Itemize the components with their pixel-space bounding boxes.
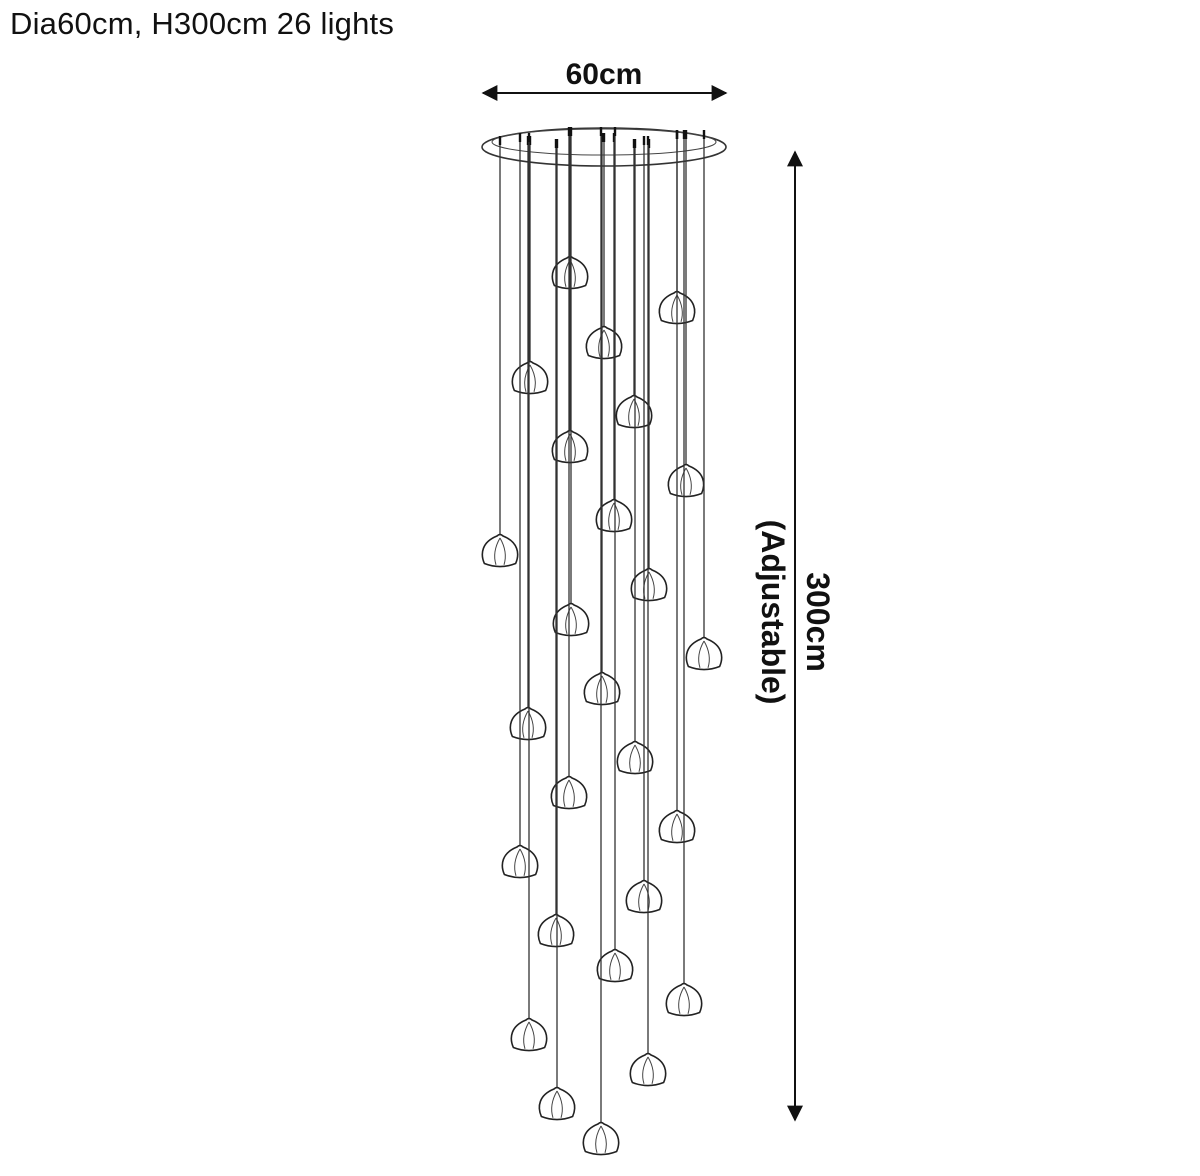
glass-shade <box>667 463 705 498</box>
shade-facet <box>556 1090 563 1118</box>
glass-shade <box>585 325 623 360</box>
shade-facet <box>570 606 577 634</box>
shade-facet <box>614 952 621 980</box>
shade-facet <box>568 779 575 807</box>
shade-facet <box>703 640 710 668</box>
pendant-light <box>658 130 696 844</box>
pendant-light <box>511 136 549 395</box>
shade-facet <box>595 1125 602 1153</box>
shade-facet <box>680 467 687 495</box>
pendant-light <box>552 127 590 637</box>
pendant-light <box>501 133 539 879</box>
pendant-light <box>585 133 623 360</box>
shade-facet <box>609 952 616 980</box>
shade-facet <box>551 1090 558 1118</box>
height-note: (Adjustable) <box>755 520 791 705</box>
pendant-light <box>538 139 576 1121</box>
pendant-light <box>665 130 703 1017</box>
shade-facet <box>671 813 678 841</box>
shade-facet <box>634 744 641 772</box>
shade-facet <box>698 640 705 668</box>
pendant-light <box>630 139 668 602</box>
shade-facet <box>603 329 610 357</box>
width-dimension: 60cm <box>481 58 728 101</box>
height-label: 300cm <box>800 572 836 672</box>
shade-facet <box>683 986 690 1014</box>
pendant-light <box>481 136 519 568</box>
pendant-lights <box>481 127 723 1156</box>
pendant-light <box>551 127 589 464</box>
glass-shade <box>582 1121 620 1156</box>
width-label: 60cm <box>566 58 643 91</box>
shade-facet <box>522 710 529 738</box>
pendant-light <box>510 133 548 1052</box>
shade-facet <box>638 883 645 911</box>
shade-facet <box>598 329 605 357</box>
glass-shade <box>509 706 547 741</box>
glass-shade <box>501 844 539 879</box>
shade-facet <box>628 398 635 426</box>
glass-shade <box>583 671 621 706</box>
glass-shade <box>550 775 588 810</box>
shade-facet <box>678 986 685 1014</box>
pendant-light <box>629 136 667 1087</box>
glass-shade <box>538 1086 576 1121</box>
glass-shade <box>481 533 519 568</box>
glass-shade <box>615 394 653 429</box>
shade-facet <box>629 744 636 772</box>
shade-facet <box>550 917 557 945</box>
shade-facet <box>523 1021 530 1049</box>
pendant-light <box>595 133 633 533</box>
pendant-light <box>596 127 634 983</box>
shade-facet <box>499 537 506 565</box>
pendant-light <box>583 133 621 706</box>
shade-facet <box>671 294 678 322</box>
pendant-light <box>625 136 663 914</box>
glass-shade <box>537 913 575 948</box>
shade-facet <box>528 1021 535 1049</box>
glass-shade <box>658 809 696 844</box>
pendant-light <box>509 136 547 741</box>
pendant-light <box>582 127 620 1156</box>
height-dimension: 300cm (Adjustable) <box>755 150 836 1122</box>
shade-facet <box>600 1125 607 1153</box>
glass-shade <box>630 567 668 602</box>
shade-facet <box>514 848 521 876</box>
glass-shade <box>596 948 634 983</box>
shade-facet <box>647 1056 654 1084</box>
shade-facet <box>676 294 683 322</box>
glass-shade <box>511 360 549 395</box>
glass-shade <box>629 1052 667 1087</box>
glass-shade <box>685 636 723 671</box>
shade-facet <box>529 364 536 392</box>
shade-facet <box>676 813 683 841</box>
glass-shade <box>552 602 590 637</box>
pendant-light <box>685 130 723 671</box>
shade-facet <box>685 467 692 495</box>
pendant-light <box>550 127 588 810</box>
shade-facet <box>494 537 501 565</box>
glass-shade <box>625 879 663 914</box>
shade-facet <box>608 502 615 530</box>
shade-facet <box>642 1056 649 1084</box>
glass-shade <box>510 1017 548 1052</box>
shade-facet <box>648 571 655 599</box>
shade-facet <box>563 779 570 807</box>
pendant-light <box>615 139 653 429</box>
glass-shade <box>665 982 703 1017</box>
shade-facet <box>519 848 526 876</box>
product-caption: Dia60cm, H300cm 26 lights <box>10 6 395 41</box>
shade-facet <box>601 675 608 703</box>
shade-facet <box>565 606 572 634</box>
